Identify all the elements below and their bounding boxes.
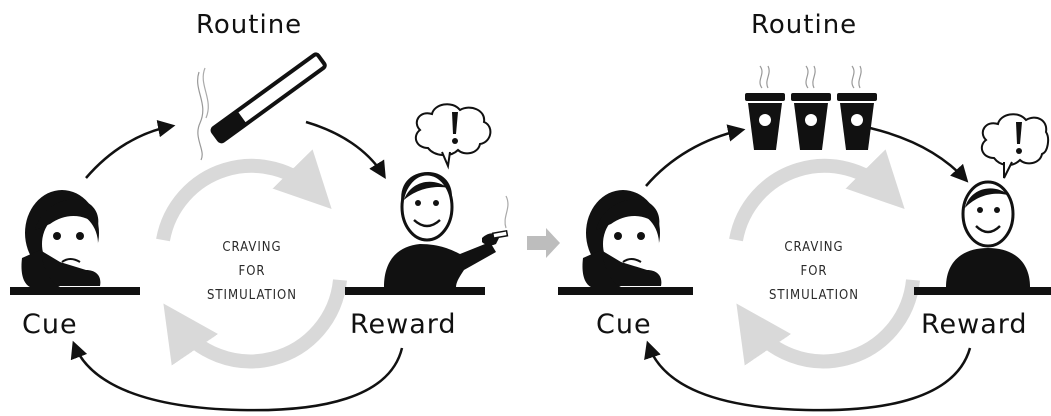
arrow-reward-to-cue-2 (644, 340, 972, 412)
cue-label-2: Cue (596, 309, 652, 340)
arrow-cue-to-routine (85, 119, 176, 179)
cue-person-icon (21, 190, 101, 287)
smoke-icon (197, 71, 204, 161)
craving-line-3-2: STIMULATION (769, 288, 859, 303)
reward-label-2: Reward (921, 309, 1028, 340)
coffee-cup-icon (745, 65, 785, 150)
reward-label: Reward (350, 309, 457, 340)
reward-table-2 (914, 287, 1051, 295)
reward-person-icon (946, 180, 1030, 287)
thought-bubble-icon (414, 103, 492, 170)
exclamation-icon (1016, 122, 1022, 144)
cycle-ring (156, 149, 347, 369)
arrow-reward-to-cue (70, 340, 404, 412)
coffee-cup-icon (791, 65, 831, 150)
routine-label: Routine (196, 10, 302, 40)
arrow-cue-to-routine-2 (645, 124, 746, 187)
cigarette-icon (197, 52, 327, 161)
coffee-cup-icon (837, 65, 877, 150)
reward-person-icon (384, 172, 509, 287)
cue-label: Cue (22, 309, 78, 340)
panel-1: Routine Cue Reward CRAVING FOR STIMULATI… (10, 10, 509, 412)
exclamation-icon (452, 112, 458, 134)
routine-label-2: Routine (751, 10, 857, 40)
coffee-cups-icon (745, 65, 877, 150)
cue-table (10, 287, 140, 295)
arrow-routine-to-reward (305, 120, 386, 179)
cue-person-icon (582, 190, 662, 287)
craving-line-3: STIMULATION (207, 288, 297, 303)
thought-bubble-icon (980, 113, 1050, 179)
craving-line-2-2: FOR (800, 264, 827, 279)
cue-table-2 (558, 287, 693, 295)
panel-2: Routine Cue Reward CRAVING FOR STIMULATI… (558, 10, 1051, 412)
cycle-ring-2 (729, 149, 920, 369)
transition-arrow-icon (527, 228, 560, 258)
reward-table (345, 287, 485, 295)
craving-line-1-2: CRAVING (784, 240, 843, 255)
arrow-routine-to-reward-2 (869, 126, 969, 183)
craving-line-2: FOR (238, 264, 265, 279)
craving-line-1: CRAVING (222, 240, 281, 255)
